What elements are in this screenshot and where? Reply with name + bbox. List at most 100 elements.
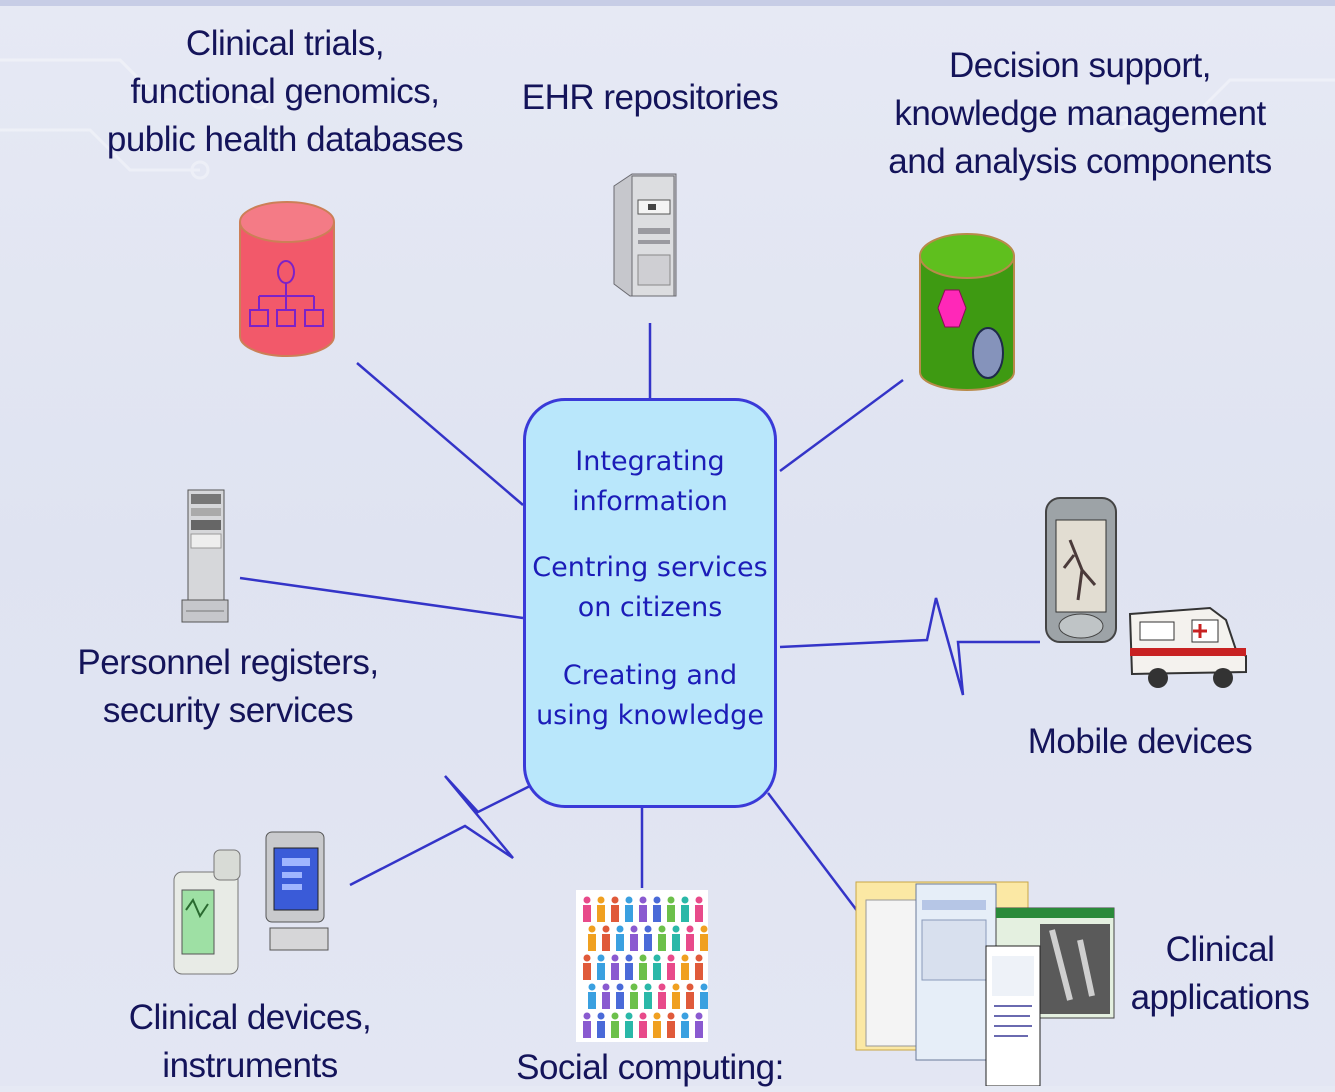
person-figure-body bbox=[616, 992, 624, 1009]
label-line: Social computing: bbox=[516, 1048, 784, 1087]
person-figure-body bbox=[625, 963, 633, 980]
label-line: Mobile devices bbox=[1027, 722, 1253, 761]
hub-line: on citizens bbox=[577, 592, 723, 623]
person-figure-head bbox=[653, 954, 661, 962]
person-figure-body bbox=[672, 992, 680, 1009]
person-figure-head bbox=[602, 983, 610, 991]
hub-line: using knowledge bbox=[536, 700, 764, 731]
connector-clinical-trials bbox=[356, 362, 524, 506]
label-line: public health databases bbox=[106, 120, 464, 159]
person-figure-head bbox=[588, 983, 596, 991]
label-line: functional genomics, bbox=[130, 72, 440, 111]
person-figure-head bbox=[686, 983, 694, 991]
connector-personnel bbox=[239, 576, 524, 620]
connector-mobile bbox=[779, 597, 1040, 696]
person-figure-body bbox=[597, 1021, 605, 1038]
person-figure-body bbox=[639, 1021, 647, 1038]
person-figure-body bbox=[681, 905, 689, 922]
person-figure-body bbox=[639, 905, 647, 922]
label-clinical-trials: Clinical trials, functional genomics, pu… bbox=[85, 20, 485, 164]
person-figure-body bbox=[653, 1021, 661, 1038]
person-figure-body bbox=[681, 1021, 689, 1038]
label-line: and analysis components bbox=[888, 142, 1272, 181]
hub-line: Integrating bbox=[575, 446, 725, 477]
person-figure-head bbox=[653, 896, 661, 904]
person-figure-head bbox=[686, 925, 694, 933]
person-figure-head bbox=[611, 896, 619, 904]
hub-text-creating: Creating and using knowledge bbox=[523, 656, 777, 736]
hub-line: information bbox=[572, 486, 728, 517]
label-mobile: Mobile devices bbox=[1010, 718, 1270, 766]
label-line: security services bbox=[102, 691, 354, 730]
person-figure-head bbox=[658, 925, 666, 933]
label-personnel: Personnel registers, security services bbox=[60, 639, 396, 735]
person-figure-body bbox=[667, 905, 675, 922]
person-figure-head bbox=[583, 896, 591, 904]
person-figure-head bbox=[639, 896, 647, 904]
person-figure-head bbox=[611, 954, 619, 962]
background-circuit-decoration bbox=[0, 58, 1335, 180]
person-figure-head bbox=[695, 1012, 703, 1020]
green-database-icon bbox=[919, 233, 1015, 391]
person-figure-body bbox=[695, 1021, 703, 1038]
person-figure-head bbox=[602, 925, 610, 933]
person-figure-body bbox=[616, 934, 624, 951]
server-tower-icon bbox=[613, 173, 677, 297]
top-banner-strip bbox=[0, 0, 1335, 6]
person-figure-body bbox=[583, 1021, 591, 1038]
person-figure-head bbox=[597, 896, 605, 904]
central-hub-box bbox=[523, 398, 777, 808]
connector-decision-support bbox=[779, 378, 904, 473]
pda-ambulance-icon bbox=[1045, 497, 1247, 688]
medical-device-icon bbox=[173, 831, 329, 975]
label-clinical-devices: Clinical devices, instruments bbox=[110, 994, 390, 1090]
connector-clinical-apps bbox=[767, 792, 859, 913]
person-figure-body bbox=[597, 905, 605, 922]
hub-line: Creating and bbox=[562, 660, 738, 691]
person-figure-head bbox=[644, 983, 652, 991]
person-figure-head bbox=[616, 983, 624, 991]
person-figure-head bbox=[639, 954, 647, 962]
person-figure-head bbox=[644, 925, 652, 933]
person-figure-body bbox=[630, 992, 638, 1009]
person-figure-head bbox=[583, 954, 591, 962]
label-clinical-apps: Clinical applications bbox=[1120, 926, 1320, 1022]
person-figure-head bbox=[695, 954, 703, 962]
people-crowd-icon bbox=[576, 890, 708, 1042]
person-figure-head bbox=[588, 925, 596, 933]
person-figure-body bbox=[611, 905, 619, 922]
person-figure-head bbox=[597, 1012, 605, 1020]
person-figure-body bbox=[658, 992, 666, 1009]
person-figure-head bbox=[658, 983, 666, 991]
person-figure-body bbox=[695, 963, 703, 980]
person-figure-body bbox=[602, 992, 610, 1009]
person-figure-body bbox=[695, 905, 703, 922]
person-figure-head bbox=[672, 983, 680, 991]
person-figure-body bbox=[700, 992, 708, 1009]
label-line: Clinical trials, bbox=[185, 24, 385, 63]
person-figure-body bbox=[644, 992, 652, 1009]
hub-text-centring: Centring services on citizens bbox=[523, 548, 777, 628]
label-line: Clinical bbox=[1165, 930, 1275, 969]
person-figure-body bbox=[611, 1021, 619, 1038]
person-figure-body bbox=[625, 905, 633, 922]
person-figure-head bbox=[681, 896, 689, 904]
person-figure-body bbox=[667, 1021, 675, 1038]
application-windows-icon bbox=[855, 881, 1115, 1086]
person-figure-head bbox=[700, 983, 708, 991]
person-figure-head bbox=[667, 896, 675, 904]
person-figure-body bbox=[611, 963, 619, 980]
connector-lines bbox=[239, 323, 1040, 913]
person-figure-body bbox=[583, 963, 591, 980]
person-figure-head bbox=[625, 1012, 633, 1020]
person-figure-body bbox=[667, 963, 675, 980]
person-figure-head bbox=[625, 896, 633, 904]
person-figure-body bbox=[639, 963, 647, 980]
label-ehr: EHR repositories bbox=[500, 74, 800, 122]
person-figure-head bbox=[653, 1012, 661, 1020]
person-figure-body bbox=[630, 934, 638, 951]
person-figure-body bbox=[625, 1021, 633, 1038]
person-figure-body bbox=[644, 934, 652, 951]
person-figure-body bbox=[588, 934, 596, 951]
person-figure-body bbox=[653, 905, 661, 922]
